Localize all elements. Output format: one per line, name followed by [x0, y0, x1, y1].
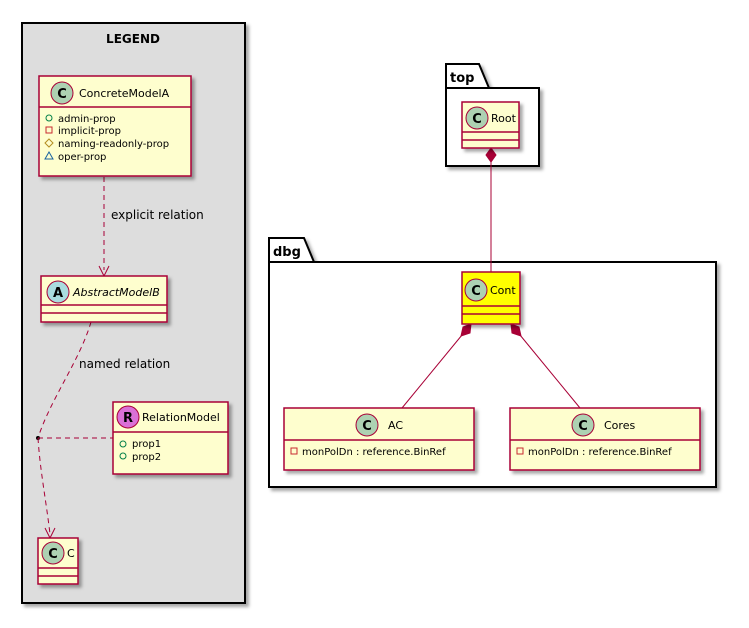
private-icon [516, 447, 524, 455]
class-c-icon [465, 106, 489, 130]
class-c-icon [41, 541, 65, 565]
class-root[interactable]: C Root [461, 101, 520, 149]
class-relation-model[interactable]: R RelationModel prop1 prop2 [112, 401, 229, 475]
legend-title: LEGEND [106, 32, 160, 46]
package-dbg-label: dbg [273, 245, 301, 260]
class-name: C [67, 547, 75, 560]
public-icon [119, 452, 127, 460]
class-c-icon [355, 413, 379, 437]
class-name: RelationModel [142, 411, 220, 424]
public-icon [45, 114, 53, 122]
protected-icon [44, 150, 54, 160]
stereotype-letter: C [578, 419, 588, 434]
member: implicit-prop [58, 126, 121, 137]
class-c-icon [464, 278, 488, 302]
edge-cont-cores [510, 323, 581, 409]
class-name: Root [491, 112, 517, 125]
class-name: Cont [490, 284, 516, 297]
class-abstract-model-b[interactable]: A AbstractModelB [40, 275, 168, 323]
class-name: AC [388, 419, 403, 432]
class-r-icon [116, 405, 140, 429]
member: prop1 [132, 439, 161, 450]
class-ac[interactable]: C AC monPolDn : reference.BinRef [283, 407, 475, 471]
private-icon [290, 447, 298, 455]
class-name: AbstractModelB [72, 286, 160, 299]
class-c-icon [50, 81, 74, 105]
stereotype-letter: C [48, 547, 58, 562]
class-name: ConcreteModelA [79, 87, 170, 100]
edge-named-relation: named relation [36, 321, 170, 540]
edge-label-named: named relation [79, 357, 170, 371]
member: naming-readonly-prop [58, 139, 169, 150]
stereotype-letter: C [471, 284, 481, 299]
class-cores[interactable]: C Cores monPolDn : reference.BinRef [509, 407, 701, 471]
member: oper-prop [58, 152, 106, 163]
edge-label-explicit: explicit relation [111, 208, 204, 222]
class-name: Cores [604, 419, 635, 432]
public-icon [119, 440, 127, 448]
member: prop2 [132, 452, 161, 463]
private-icon [45, 126, 53, 134]
class-cont[interactable]: C Cont [461, 271, 521, 325]
package-top-label: top [450, 71, 474, 86]
package-icon [44, 138, 54, 148]
edge-root-cont [485, 147, 497, 272]
stereotype-letter: C [57, 87, 67, 102]
edge-cont-ac [401, 323, 472, 409]
stereotype-letter: C [362, 419, 372, 434]
class-c-icon [571, 413, 595, 437]
stereotype-letter: C [472, 112, 482, 127]
class-a-icon [46, 280, 70, 304]
stereotype-letter: A [53, 286, 63, 301]
class-c[interactable]: C C [37, 537, 79, 585]
member: monPolDn : reference.BinRef [528, 447, 672, 458]
stereotype-letter: R [123, 411, 133, 426]
member: admin-prop [58, 114, 116, 125]
member: monPolDn : reference.BinRef [302, 447, 446, 458]
class-concrete-model-a[interactable]: C ConcreteModelA admin-prop implicit-pro… [38, 75, 192, 177]
